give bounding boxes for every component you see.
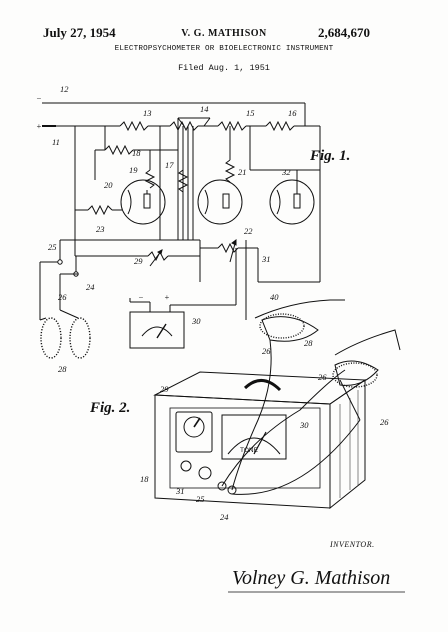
ref2-26a: 26 <box>262 346 271 356</box>
ref2-26c: 26 <box>380 417 389 427</box>
patent-date: July 27, 1954 <box>43 25 116 40</box>
ref-32: 32 <box>281 167 291 177</box>
ref-20: 20 <box>104 180 113 190</box>
ref-15: 15 <box>246 108 255 118</box>
ref-11: 11 <box>52 137 60 147</box>
ref-31: 31 <box>261 254 271 264</box>
meter-30 <box>129 311 185 349</box>
cord-26-b <box>221 369 346 487</box>
resistor-23 <box>87 204 113 216</box>
vacuum-tube-20 <box>120 179 166 225</box>
ref-meter-minus: − <box>138 292 144 302</box>
ref2-25: 25 <box>196 494 205 504</box>
vacuum-tube-22 <box>197 179 243 225</box>
ref-18: 18 <box>132 148 141 158</box>
resistor-21 <box>224 159 236 183</box>
fig1-label: Fig. 1. <box>309 148 350 164</box>
ref-29: 29 <box>134 256 143 266</box>
ref-13: 13 <box>143 108 152 118</box>
ref-24: 24 <box>86 282 95 292</box>
device-side <box>329 379 366 510</box>
right-hand <box>334 329 401 356</box>
ref-plus: + <box>36 121 42 131</box>
ref-minus: − <box>36 93 42 103</box>
resistor-15 <box>217 120 247 132</box>
ref2-31: 31 <box>175 486 185 496</box>
ref2-24: 24 <box>220 512 229 522</box>
knob-31[interactable] <box>198 466 212 480</box>
electrode-can-right <box>69 317 91 359</box>
ref-meter-plus: + <box>164 292 170 302</box>
ref2-30: 30 <box>299 420 309 430</box>
patent-title: ELECTROPSYCHOMETER OR BIOELECTRONIC INST… <box>114 45 334 53</box>
electrode-28 <box>332 362 378 388</box>
fig1-reference-numerals: − + 12 11 13 14 15 16 18 17 19 20 21 22 … <box>36 84 297 374</box>
vacuum-tube-32 <box>269 179 315 225</box>
left-hand <box>254 299 345 319</box>
meter-window <box>221 414 287 460</box>
knob-18[interactable] <box>180 460 192 472</box>
ref-26: 26 <box>58 292 67 302</box>
ref-19: 19 <box>129 165 138 175</box>
inventor-name-header: V. G. MATHISON <box>181 28 267 39</box>
resistor-18 <box>104 144 134 156</box>
ref2-29: 29 <box>160 384 169 394</box>
cord-26-a <box>231 339 272 491</box>
ref-16: 16 <box>288 108 297 118</box>
jack-25[interactable] <box>217 481 227 491</box>
patent-number: 2,684,670 <box>318 25 370 40</box>
fig2-label: Fig. 2. <box>89 400 130 416</box>
resistor-16 <box>265 120 295 132</box>
inventor-caption: INVENTOR. <box>330 540 375 549</box>
ref2-28: 28 <box>304 338 313 348</box>
resistor-19 <box>144 169 156 189</box>
ref-21: 21 <box>238 167 247 177</box>
ref2-40: 40 <box>270 292 279 302</box>
ref2-26b: 26 <box>318 372 327 382</box>
ref-28: 28 <box>58 364 67 374</box>
sensitivity-knob[interactable] <box>183 416 205 438</box>
ref-12: 12 <box>60 84 69 94</box>
potentiometer-31 <box>217 242 239 254</box>
ref-23: 23 <box>96 224 105 234</box>
device-top <box>153 371 367 405</box>
inventor-signature: Volney G. Mathison <box>232 567 390 589</box>
cord-26-c <box>231 419 361 495</box>
resistor-13 <box>119 120 149 132</box>
fig2-device-illustration: TONE <box>153 299 401 510</box>
electrode-40 <box>259 313 305 339</box>
resistor-17 <box>177 169 189 193</box>
terminal-25 <box>57 259 63 265</box>
ref-17: 17 <box>165 160 174 170</box>
fig2-reference-numerals: 40 26 26 26 28 29 30 31 18 25 24 <box>140 292 389 522</box>
ref2-18: 18 <box>140 474 149 484</box>
ref-22: 22 <box>244 226 253 236</box>
ref-25: 25 <box>48 242 57 252</box>
filed-date: Filed Aug. 1, 1951 <box>178 63 270 73</box>
electrode-can-left <box>40 317 62 359</box>
device-handle <box>243 379 282 392</box>
fig1-circuit-diagram <box>39 102 321 359</box>
ref-30: 30 <box>191 316 201 326</box>
ref-14: 14 <box>200 104 209 114</box>
